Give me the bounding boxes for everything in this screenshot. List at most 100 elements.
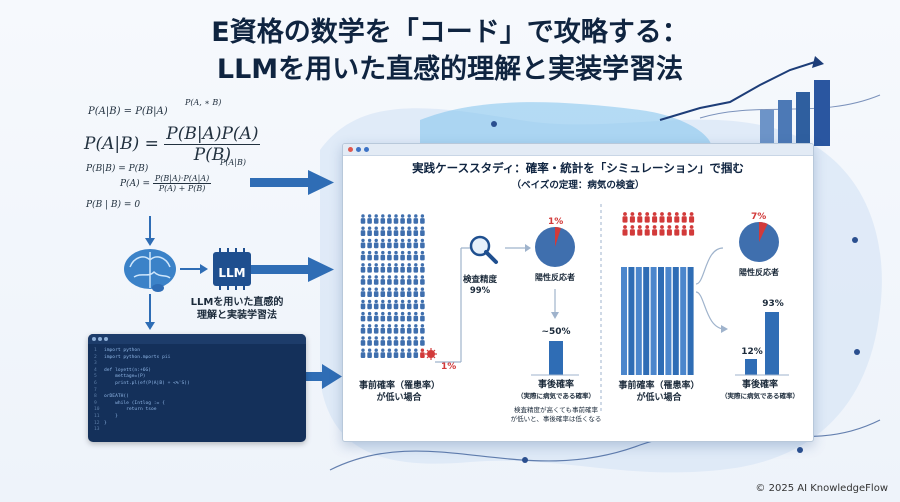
code-line: 5 mettage=(P) [94,374,190,381]
person-icon [360,250,366,261]
person-icon [373,299,379,310]
llm-caption: LLMを用いた直感的 理解と実装学習法 [172,296,302,322]
person-icon [413,324,419,334]
line-number: 3 [94,361,97,367]
person-icon [387,299,392,310]
person-icon [420,299,425,310]
bg-bar [760,110,774,146]
person-icon [380,263,386,273]
person-icon [420,214,425,224]
person-icon [629,225,635,236]
person-icon [652,225,658,236]
population-bar [643,267,650,375]
prior-label-left: 事前確率（罹患率） が低い場合 [359,380,441,404]
person-icon [659,212,665,223]
window-dot [104,337,108,341]
line-number: 6 [94,380,97,386]
posterior-label-right-1: 事後確率 [741,380,778,390]
prior-label-left-1: 事前確率（罹患率） [359,381,441,391]
person-icon [400,214,405,224]
line-number: 8 [94,394,97,400]
prior-label-right-2: が低い場合 [636,393,682,403]
flow-arrow-head [551,312,559,319]
person-icon [406,214,412,224]
person-icon [373,275,379,285]
person-icon [387,275,392,285]
brain-icon [124,249,176,292]
person-icon [629,212,635,223]
person-icon [373,287,379,297]
people-grid-right [622,212,695,236]
case-study-panel: 実践ケーススタディ：確率・統計を「シミュレーション」で掴む （ベイズの定理：病気… [342,143,814,442]
llm-caption-line-1: LLMを用いた直感的 [190,297,284,308]
insight-note: 検査精度が高くても事前確率 が低いと、事後確率は低くなる [501,406,611,424]
line-number: 2 [94,354,97,360]
person-icon [367,275,372,285]
person-icon [360,336,366,346]
person-icon [367,299,372,310]
person-icon [420,226,425,236]
person-icon [406,348,412,358]
person-icon [360,238,366,249]
person-icon [406,263,412,273]
person-icon [373,226,379,236]
posterior-high-value: 93% [762,299,784,309]
code-line: 9 while (Intlog := { [94,401,190,408]
person-icon [387,263,392,273]
person-icon [373,263,379,273]
person-icon [406,324,412,334]
line-number: 10 [94,407,100,413]
posterior-label-left-2: （実際に病気である確率） [517,392,595,400]
person-icon [393,311,399,322]
person-icon [659,225,665,236]
formula-4: P(A|B) [220,158,246,167]
person-icon [360,226,366,236]
person-icon [393,263,399,273]
person-icon [373,250,379,261]
posterior-bar-left [549,341,563,375]
window-dot [364,147,369,152]
person-icon [387,238,392,249]
llm-chip-icon [213,248,251,290]
person-icon [622,212,628,223]
person-icon [413,250,419,261]
formula-5-fraction: P(B|A)·P(A|A) P(A) + P(B) [152,174,212,193]
person-icon [674,225,680,236]
population-bars-right [621,267,694,375]
code-line: 12} [94,421,190,428]
population-bar [650,267,657,375]
person-icon [360,324,366,334]
person-icon [380,275,386,285]
person-icon [380,238,386,249]
code-text: orDEATH(( [104,394,129,400]
person-icon [393,226,399,236]
person-icon [380,299,386,310]
posterior-label-right-2: （実際に病気である確率） [721,392,799,400]
person-icon [393,287,399,297]
person-icon [622,225,628,236]
population-bar [635,267,642,375]
bayes-formula: P(A|B) = P(B|A)P(A) P(B) [84,124,261,165]
arrow-right-icon [250,170,334,195]
arrow-right-icon [250,257,334,282]
person-icon [420,324,425,334]
person-icon [637,225,643,236]
code-editor-titlebar [88,334,306,344]
line-number: 9 [94,400,97,406]
person-icon [400,299,405,310]
person-icon [400,275,405,285]
population-bar [665,267,672,375]
person-icon [420,263,425,273]
population-bar [680,267,687,375]
person-icon [380,324,386,334]
population-bar [672,267,679,375]
person-icon [413,348,419,358]
virus-icon [425,348,437,360]
person-icon [413,263,419,273]
posterior-bar-low [745,359,757,375]
population-bar [621,267,627,375]
person-icon [406,250,412,261]
person-icon [373,238,379,249]
person-icon [380,250,386,261]
